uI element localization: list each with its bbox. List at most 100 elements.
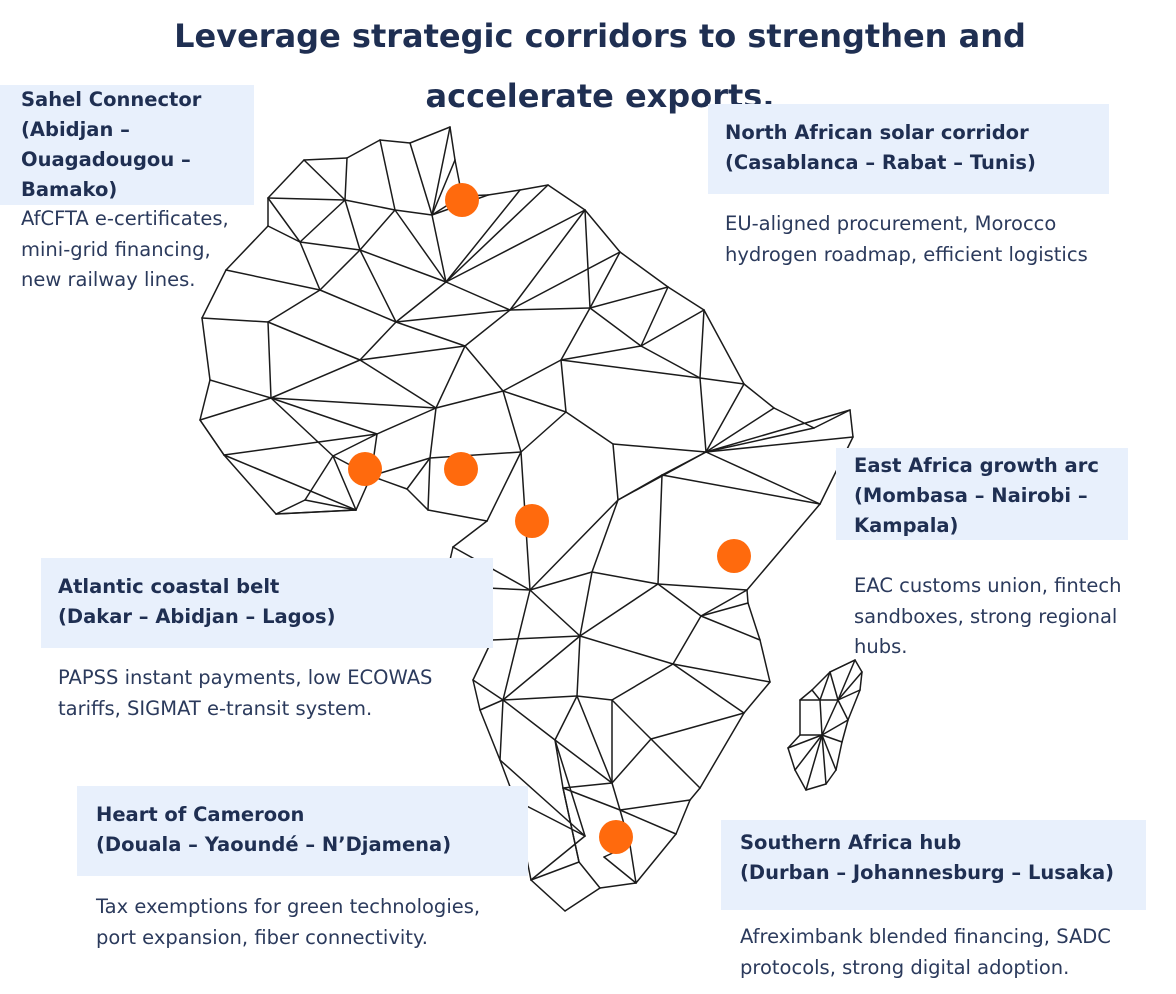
map-edge	[529, 499, 619, 591]
map-edge	[502, 390, 567, 413]
map-edge	[811, 689, 821, 701]
map-edge	[819, 671, 831, 701]
hub-marker	[348, 452, 382, 486]
map-edge	[611, 699, 652, 740]
map-edge	[560, 307, 591, 361]
map-edge	[332, 433, 378, 457]
map-edge	[837, 659, 856, 701]
map-edge	[579, 571, 593, 637]
map-edge	[787, 734, 801, 749]
map-edge	[304, 455, 334, 501]
map-edge	[560, 359, 701, 379]
map-edge	[223, 454, 357, 511]
map-edge	[275, 499, 306, 515]
map-edge	[743, 383, 775, 409]
corridor-title-line: Ouagadougou –	[21, 148, 191, 171]
corridor-title-line: (Douala – Yaoundé – N’Djamena)	[96, 833, 452, 856]
map-edge	[589, 286, 669, 309]
corridor-title-line: (Abidjan –	[21, 118, 130, 141]
map-edge	[487, 189, 521, 196]
map-edge	[743, 681, 771, 714]
corridor-title-line: North African solar corridor	[725, 121, 1029, 144]
hub-markers	[348, 183, 751, 854]
corridor-title-line: Sahel Connector	[21, 88, 202, 111]
map-edge	[564, 887, 601, 912]
map-edge	[821, 734, 843, 743]
map-edge	[449, 126, 456, 161]
hub-marker	[717, 539, 751, 573]
map-edge	[394, 209, 433, 216]
map-edge	[635, 833, 677, 884]
map-edge	[837, 699, 849, 721]
map-edge	[486, 451, 522, 522]
map-edge	[431, 159, 456, 216]
map-edge	[201, 317, 269, 323]
map-edge	[464, 309, 511, 347]
map-edge	[591, 571, 659, 585]
map-edge	[700, 602, 749, 617]
corridor-title-line: Bamako)	[21, 178, 118, 201]
map-edge	[611, 782, 621, 811]
map-edge	[394, 209, 447, 283]
map-edge	[344, 157, 348, 201]
map-edge	[611, 738, 652, 784]
map-edge	[821, 734, 827, 785]
map-edge	[275, 509, 357, 515]
map-edge	[565, 411, 614, 445]
map-edge	[619, 809, 677, 835]
map-edge	[395, 321, 466, 347]
map-edge	[499, 699, 504, 761]
corridor-title: East Africa growth arc (Mombasa – Nairob…	[836, 448, 1128, 540]
map-edge	[225, 225, 269, 271]
map-edge	[705, 427, 815, 453]
hub-marker	[444, 452, 478, 486]
hub-marker	[599, 820, 633, 854]
map-edge	[344, 199, 361, 251]
map-edge	[429, 451, 522, 459]
map-edge	[847, 689, 861, 721]
map-edge	[530, 835, 586, 881]
map-edge	[346, 139, 381, 159]
map-edge	[499, 759, 586, 837]
map-edge	[699, 377, 707, 453]
corridor-description: EU-aligned procurement, Morocco hydrogen…	[725, 212, 1088, 266]
map-edge	[299, 241, 361, 251]
map-edge	[650, 712, 745, 740]
map-edge	[657, 583, 702, 617]
map-edge	[794, 734, 823, 771]
map-edge	[579, 583, 659, 637]
map-edge	[332, 455, 357, 511]
map-edge	[821, 734, 837, 771]
map-edge	[640, 286, 669, 347]
corridor-title: North African solar corridor (Casablanca…	[708, 104, 1109, 194]
map-edge	[379, 139, 396, 211]
map-edge	[619, 799, 691, 811]
map-edge	[794, 769, 807, 791]
map-edge	[560, 359, 567, 413]
map-edge	[759, 639, 771, 683]
corridor-description: EAC customs union, fintech sandboxes, st…	[854, 574, 1122, 658]
map-edge	[472, 679, 504, 701]
map-edge	[435, 390, 504, 409]
map-edge	[267, 197, 346, 201]
map-edge	[267, 159, 305, 199]
map-edge	[519, 184, 549, 191]
map-edge	[319, 289, 397, 323]
map-edge	[209, 379, 272, 399]
map-edge	[584, 209, 621, 253]
map-edge	[359, 209, 396, 251]
map-edge	[299, 241, 321, 291]
hub-marker	[445, 183, 479, 217]
map-edge	[576, 695, 613, 701]
corridor-title: Sahel Connector (Abidjan – Ouagadougou –…	[0, 85, 254, 205]
map-edge	[502, 635, 581, 701]
map-edge	[829, 659, 856, 673]
map-edge	[359, 359, 437, 409]
map-edge	[811, 671, 831, 691]
map-edge	[700, 589, 748, 617]
map-edge	[452, 520, 488, 548]
map-edge	[835, 741, 843, 771]
map-edge	[270, 397, 378, 435]
map-edge	[554, 739, 564, 789]
map-edge	[562, 787, 621, 811]
